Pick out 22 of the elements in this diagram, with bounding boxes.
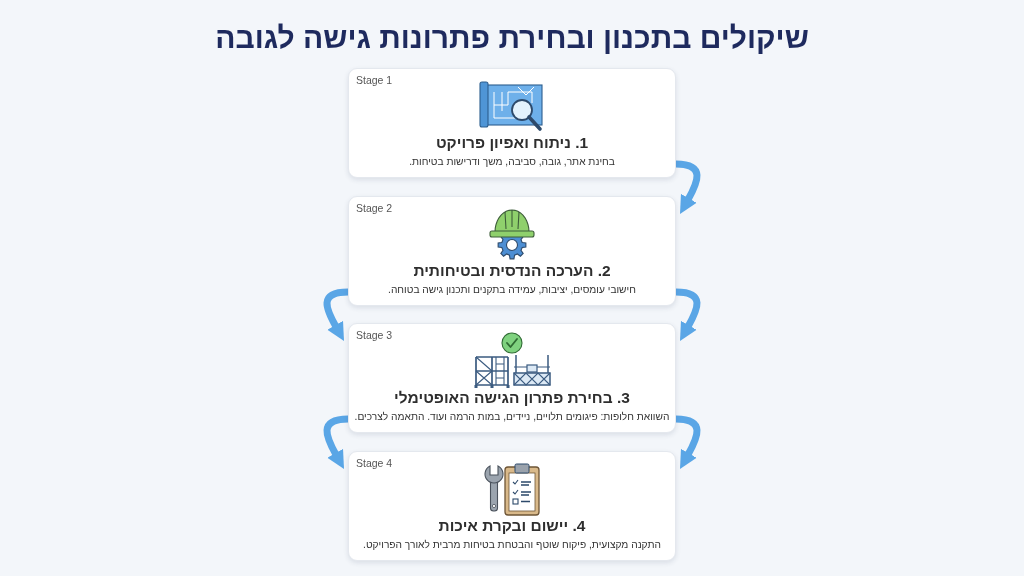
stage-card [348, 323, 676, 433]
curved-arrow [675, 288, 701, 342]
step-heading: 3. בחירת פתרון הגישה האופטימלי [394, 388, 630, 408]
step-heading: 1. ניתוח ואפיון פרויקט [435, 133, 589, 153]
step-description: חישובי עומסים, יציבות, עמידה בתקנים ותכנון גישה בטוחה. [388, 283, 636, 297]
curved-arrow [323, 288, 349, 342]
stage-label: Stage 1 [356, 73, 393, 87]
stage-label: Stage 3 [356, 328, 393, 342]
curved-arrow [323, 415, 349, 470]
curved-arrow [675, 415, 701, 470]
step-description: התקנה מקצועית, פיקוח שוטף והבטחת בטיחות מרבית לאורך הפרויקט. [363, 538, 661, 552]
step-description: השוואת חלופות: פיגומים תלויים, ניידים, במות הרמה ועוד. התאמה לצרכים. [354, 410, 670, 424]
stage-card [348, 68, 676, 178]
title: שיקולים בתכנון ובחירת פתרונות גישה לגובה [215, 20, 809, 56]
stage-label: Stage 2 [356, 201, 393, 215]
step-heading: 4. יישום ובקרת איכות [438, 516, 586, 536]
curved-arrow [675, 160, 701, 215]
stage-card [348, 451, 676, 561]
step-description: בחינת אתר, גובה, סביבה, משך ודרישות בטיחות. [409, 155, 615, 169]
step-heading: 2. הערכה הנדסית ובטיחותית [413, 261, 611, 281]
stage-label: Stage 4 [356, 456, 393, 470]
stage-card [348, 196, 676, 306]
